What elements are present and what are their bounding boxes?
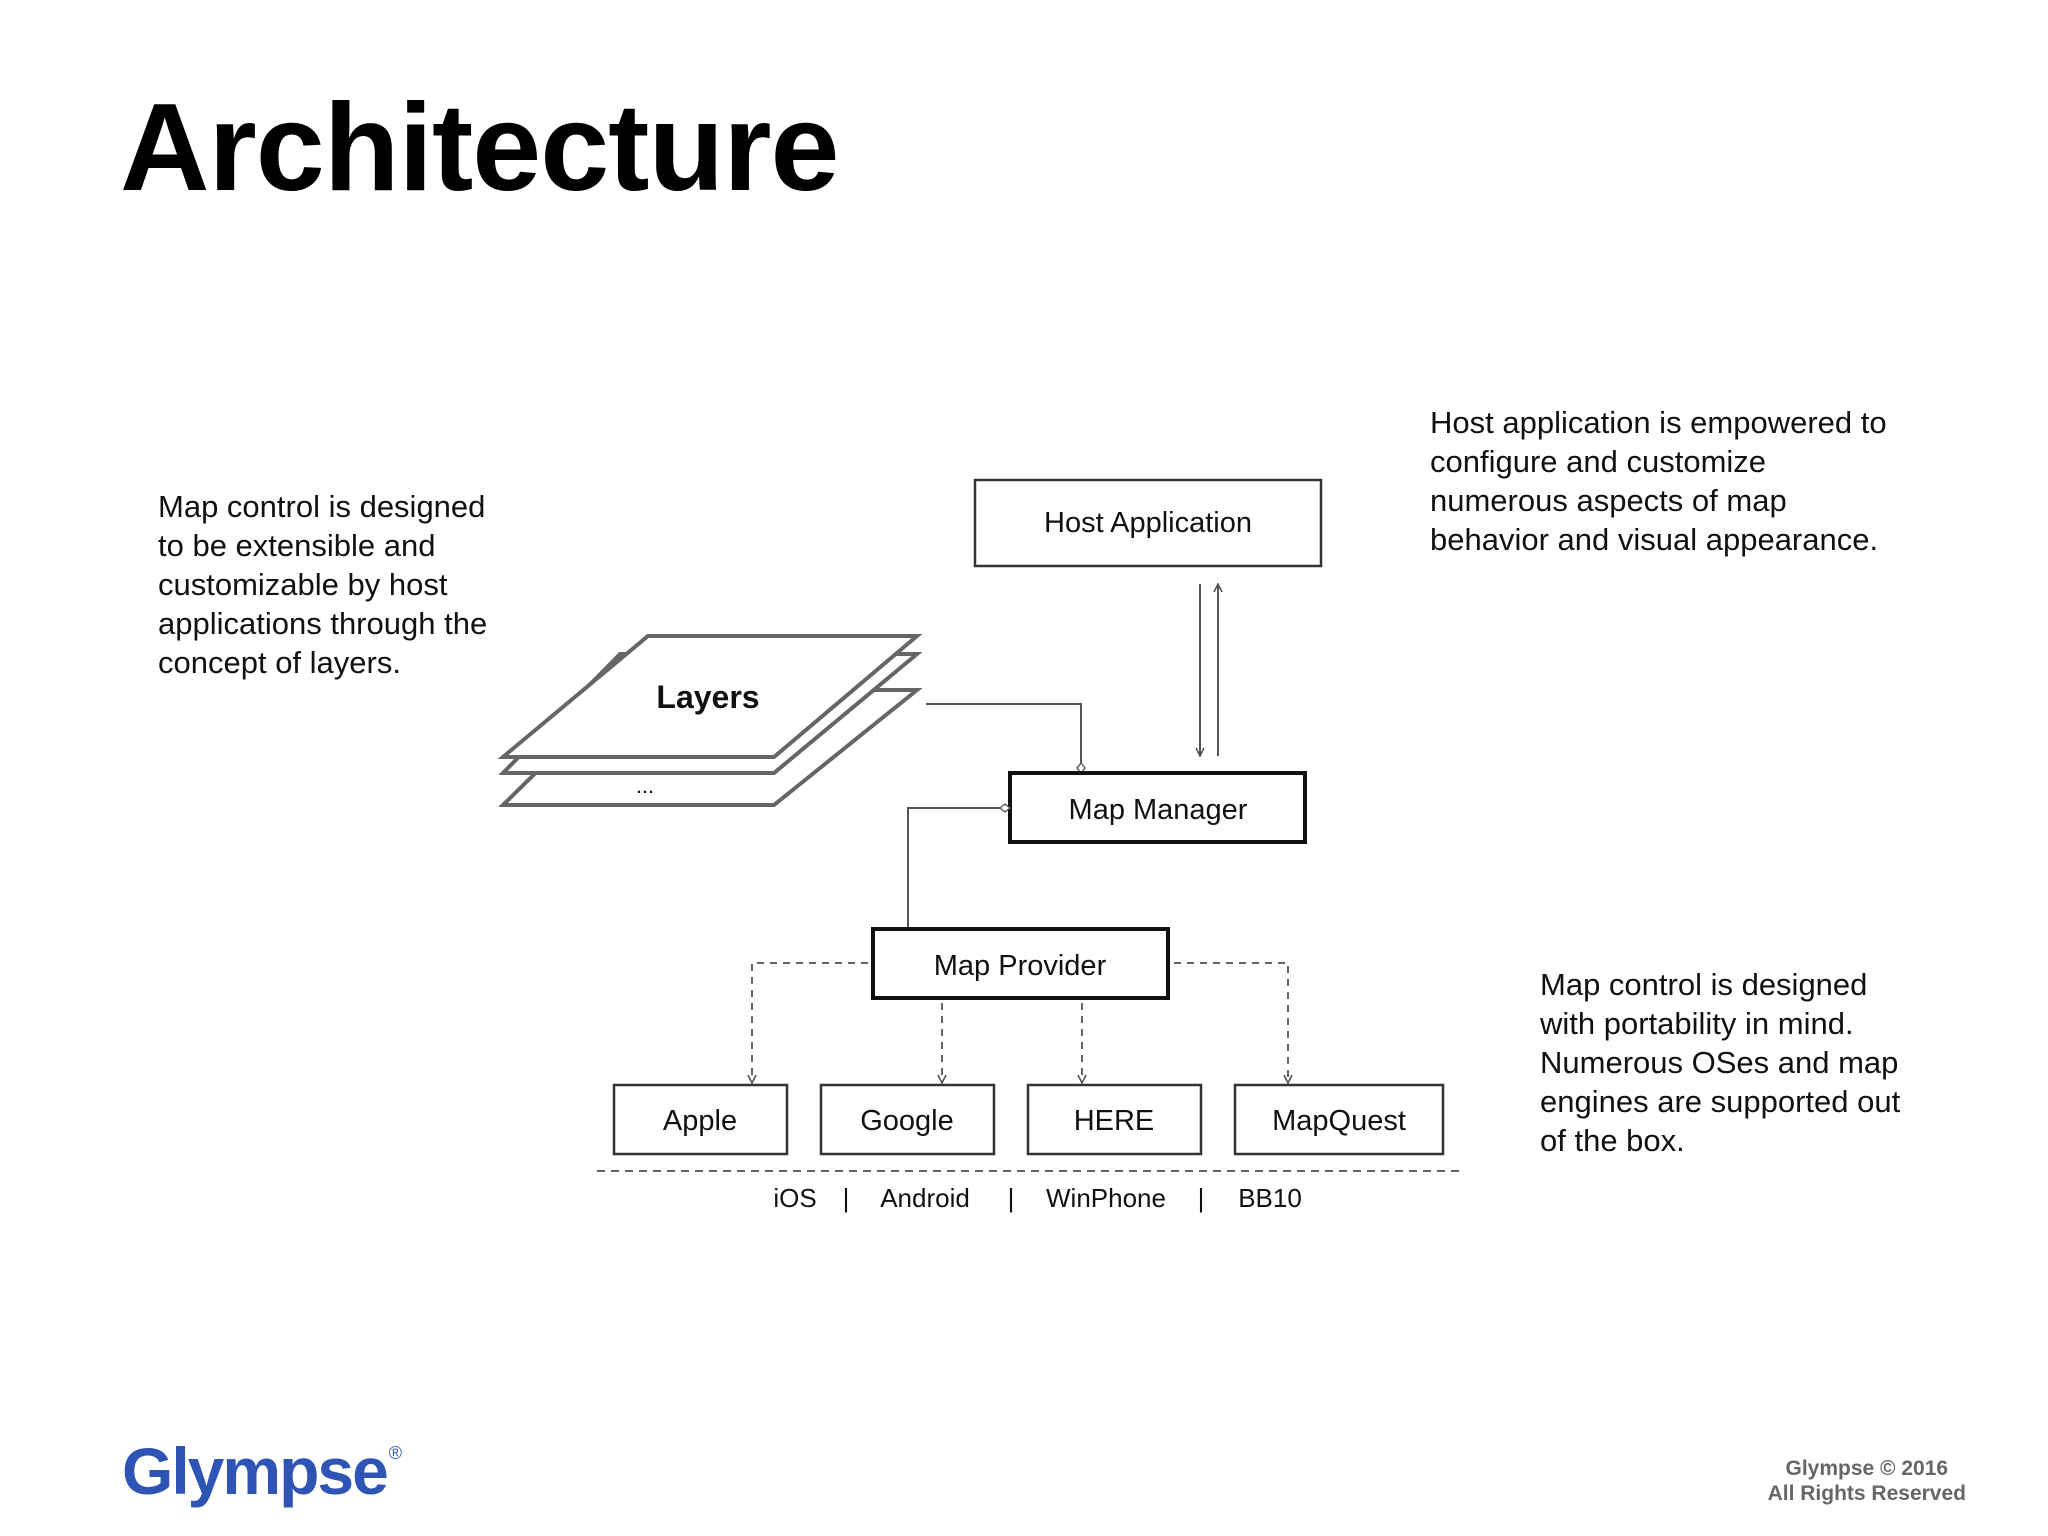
dashed-arrow-apple xyxy=(752,962,868,1083)
map-manager-box: Map Manager xyxy=(1008,771,1307,844)
provider-to-manager-connector xyxy=(907,808,1005,928)
platform-separator: | xyxy=(843,1183,850,1213)
glympse-logo: Glympse® xyxy=(122,1438,402,1504)
copyright-line: Glympse © 2016 xyxy=(1785,1457,1949,1480)
provider-box-mapquest: MapQuest xyxy=(1233,1083,1445,1156)
note-host-line: configure and customize xyxy=(1430,444,1767,479)
provider-label-apple: Apple xyxy=(663,1105,737,1137)
map-provider-label: Map Provider xyxy=(934,950,1107,982)
layers-stack: Layers ... xyxy=(497,634,923,807)
host-application-box: Host Application xyxy=(973,478,1323,568)
copyright-line: All Rights Reserved xyxy=(1767,1482,1966,1505)
provider-label-google: Google xyxy=(860,1105,954,1137)
layers-to-manager-connector xyxy=(926,703,1081,768)
dashed-arrow-mapquest xyxy=(1174,962,1288,1083)
note-portability-line: with portability in mind. xyxy=(1540,1006,1854,1041)
platform-android: Android xyxy=(880,1183,970,1213)
logo-registered-mark: ® xyxy=(388,1443,402,1463)
note-layers-line: to be extensible and xyxy=(158,528,436,563)
note-portability-line: Numerous OSes and map xyxy=(1540,1045,1899,1080)
platform-list: iOS | Android | WinPhone | BB10 xyxy=(773,1183,1301,1213)
platform-bb10: BB10 xyxy=(1238,1183,1302,1213)
note-portability-line: Map control is designed xyxy=(1540,967,1868,1002)
note-layers-line: applications through the xyxy=(158,606,488,641)
platform-separator: | xyxy=(1008,1183,1015,1213)
note-portability-line: engines are supported out xyxy=(1540,1084,1901,1119)
provider-box-here: HERE xyxy=(1026,1083,1203,1156)
note-layers: Map control is designed to be extensible… xyxy=(158,487,518,682)
note-host-line: behavior and visual appearance. xyxy=(1430,522,1879,557)
platform-winphone: WinPhone xyxy=(1046,1183,1166,1213)
note-portability: Map control is designed with portability… xyxy=(1540,965,1960,1160)
note-host-application: Host application is empowered to configu… xyxy=(1430,403,1930,559)
host-application-label: Host Application xyxy=(1044,507,1252,539)
platform-separator: | xyxy=(1198,1183,1205,1213)
layers-ellipsis: ... xyxy=(636,773,654,798)
logo-wordmark: Glympse xyxy=(122,1434,389,1508)
copyright-notice: Glympse © 2016 All Rights Reserved xyxy=(1768,1456,1966,1506)
provider-dashed-arrows xyxy=(752,962,1288,1083)
layers-label: Layers xyxy=(656,679,759,715)
slide-title: Architecture xyxy=(120,79,839,217)
map-manager-label: Map Manager xyxy=(1069,794,1248,826)
provider-box-apple: Apple xyxy=(612,1083,789,1156)
note-host-line: Host application is empowered to xyxy=(1430,405,1887,440)
note-host-line: numerous aspects of map xyxy=(1430,483,1787,518)
note-portability-line: of the box. xyxy=(1540,1123,1685,1158)
provider-label-here: HERE xyxy=(1074,1105,1155,1137)
provider-label-mapquest: MapQuest xyxy=(1272,1105,1406,1137)
provider-box-google: Google xyxy=(819,1083,996,1156)
note-layers-line: Map control is designed xyxy=(158,489,486,524)
note-layers-line: concept of layers. xyxy=(158,645,401,680)
layer-sheet-top xyxy=(497,634,923,759)
platform-ios: iOS xyxy=(773,1183,816,1213)
map-provider-box: Map Provider xyxy=(871,927,1170,1000)
note-layers-line: customizable by host xyxy=(158,567,448,602)
